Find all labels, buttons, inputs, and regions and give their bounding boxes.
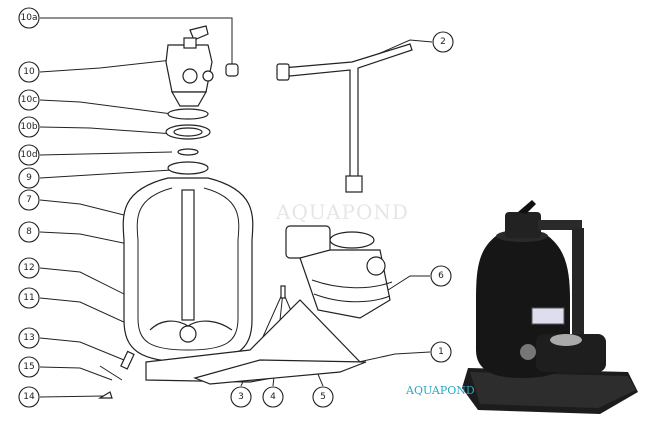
callout-circle [432, 31, 454, 53]
callout-label: 15 [23, 362, 34, 372]
callout-label: 14 [23, 392, 35, 402]
callout-circle [230, 386, 252, 408]
callout-13: 13 [18, 327, 40, 349]
filter-tank-drawing [122, 177, 254, 363]
callout-3: 3 [230, 386, 252, 408]
callout-circle [18, 221, 40, 243]
callout-circle [18, 386, 40, 408]
callout-label: 11 [23, 293, 34, 303]
base-drawing [145, 299, 367, 385]
callout-circle [18, 287, 40, 309]
watermark-center: AquaPond [276, 200, 409, 224]
watermark-corner: AquaPond [406, 384, 475, 397]
callout-label: 10b [20, 122, 37, 132]
callout-label: 13 [23, 333, 34, 343]
callout-6: 6 [430, 265, 452, 287]
callout-circle [18, 144, 40, 166]
callout-15: 15 [18, 356, 40, 378]
callout-circle [18, 327, 40, 349]
callout-10: 10 [18, 61, 40, 83]
callout-circle [18, 356, 40, 378]
callout-circle [312, 386, 334, 408]
callout-9: 9 [18, 167, 40, 189]
callout-circle [18, 116, 40, 138]
callout-label: 4 [270, 392, 276, 402]
callout-10d: 10d [18, 144, 40, 166]
callout-8: 8 [18, 221, 40, 243]
small-parts-drawing [97, 285, 286, 399]
callout-label: 10d [20, 150, 37, 160]
callout-circle [18, 89, 40, 111]
callout-circle [18, 61, 40, 83]
callout-10b: 10b [18, 116, 40, 138]
callout-label: 3 [238, 392, 244, 402]
callout-4: 4 [262, 386, 284, 408]
callout-10a: 10a [18, 7, 40, 29]
callout-circle [430, 265, 452, 287]
callout-14: 14 [18, 386, 40, 408]
callout-label: 10a [21, 13, 38, 23]
callout-label: 10c [21, 95, 37, 105]
callout-7: 7 [18, 189, 40, 211]
callout-label: 10 [23, 67, 35, 77]
callout-label: 12 [23, 263, 34, 273]
callout-label: 8 [26, 227, 32, 237]
callout-1: 1 [430, 341, 452, 363]
callout-circle [18, 7, 40, 29]
callout-label: 6 [438, 271, 444, 281]
callout-label: 1 [438, 347, 444, 357]
product-photo [462, 200, 638, 414]
callout-label: 9 [26, 173, 32, 183]
callout-circle [262, 386, 284, 408]
callout-12: 12 [18, 257, 40, 279]
callout-5: 5 [312, 386, 334, 408]
o-rings-drawing [165, 108, 211, 175]
multiport-valve-drawing [165, 25, 239, 107]
callout-circle [18, 167, 40, 189]
callout-circle [430, 341, 452, 363]
connection-pipe-drawing [276, 43, 413, 193]
callout-label: 5 [320, 392, 326, 402]
callout-label: 7 [26, 195, 32, 205]
callout-2: 2 [432, 31, 454, 53]
callout-circle [18, 257, 40, 279]
callout-label: 2 [440, 37, 446, 47]
pump-drawing [285, 225, 393, 319]
callout-11: 11 [18, 287, 40, 309]
callout-10c: 10c [18, 89, 40, 111]
callout-circle [18, 189, 40, 211]
